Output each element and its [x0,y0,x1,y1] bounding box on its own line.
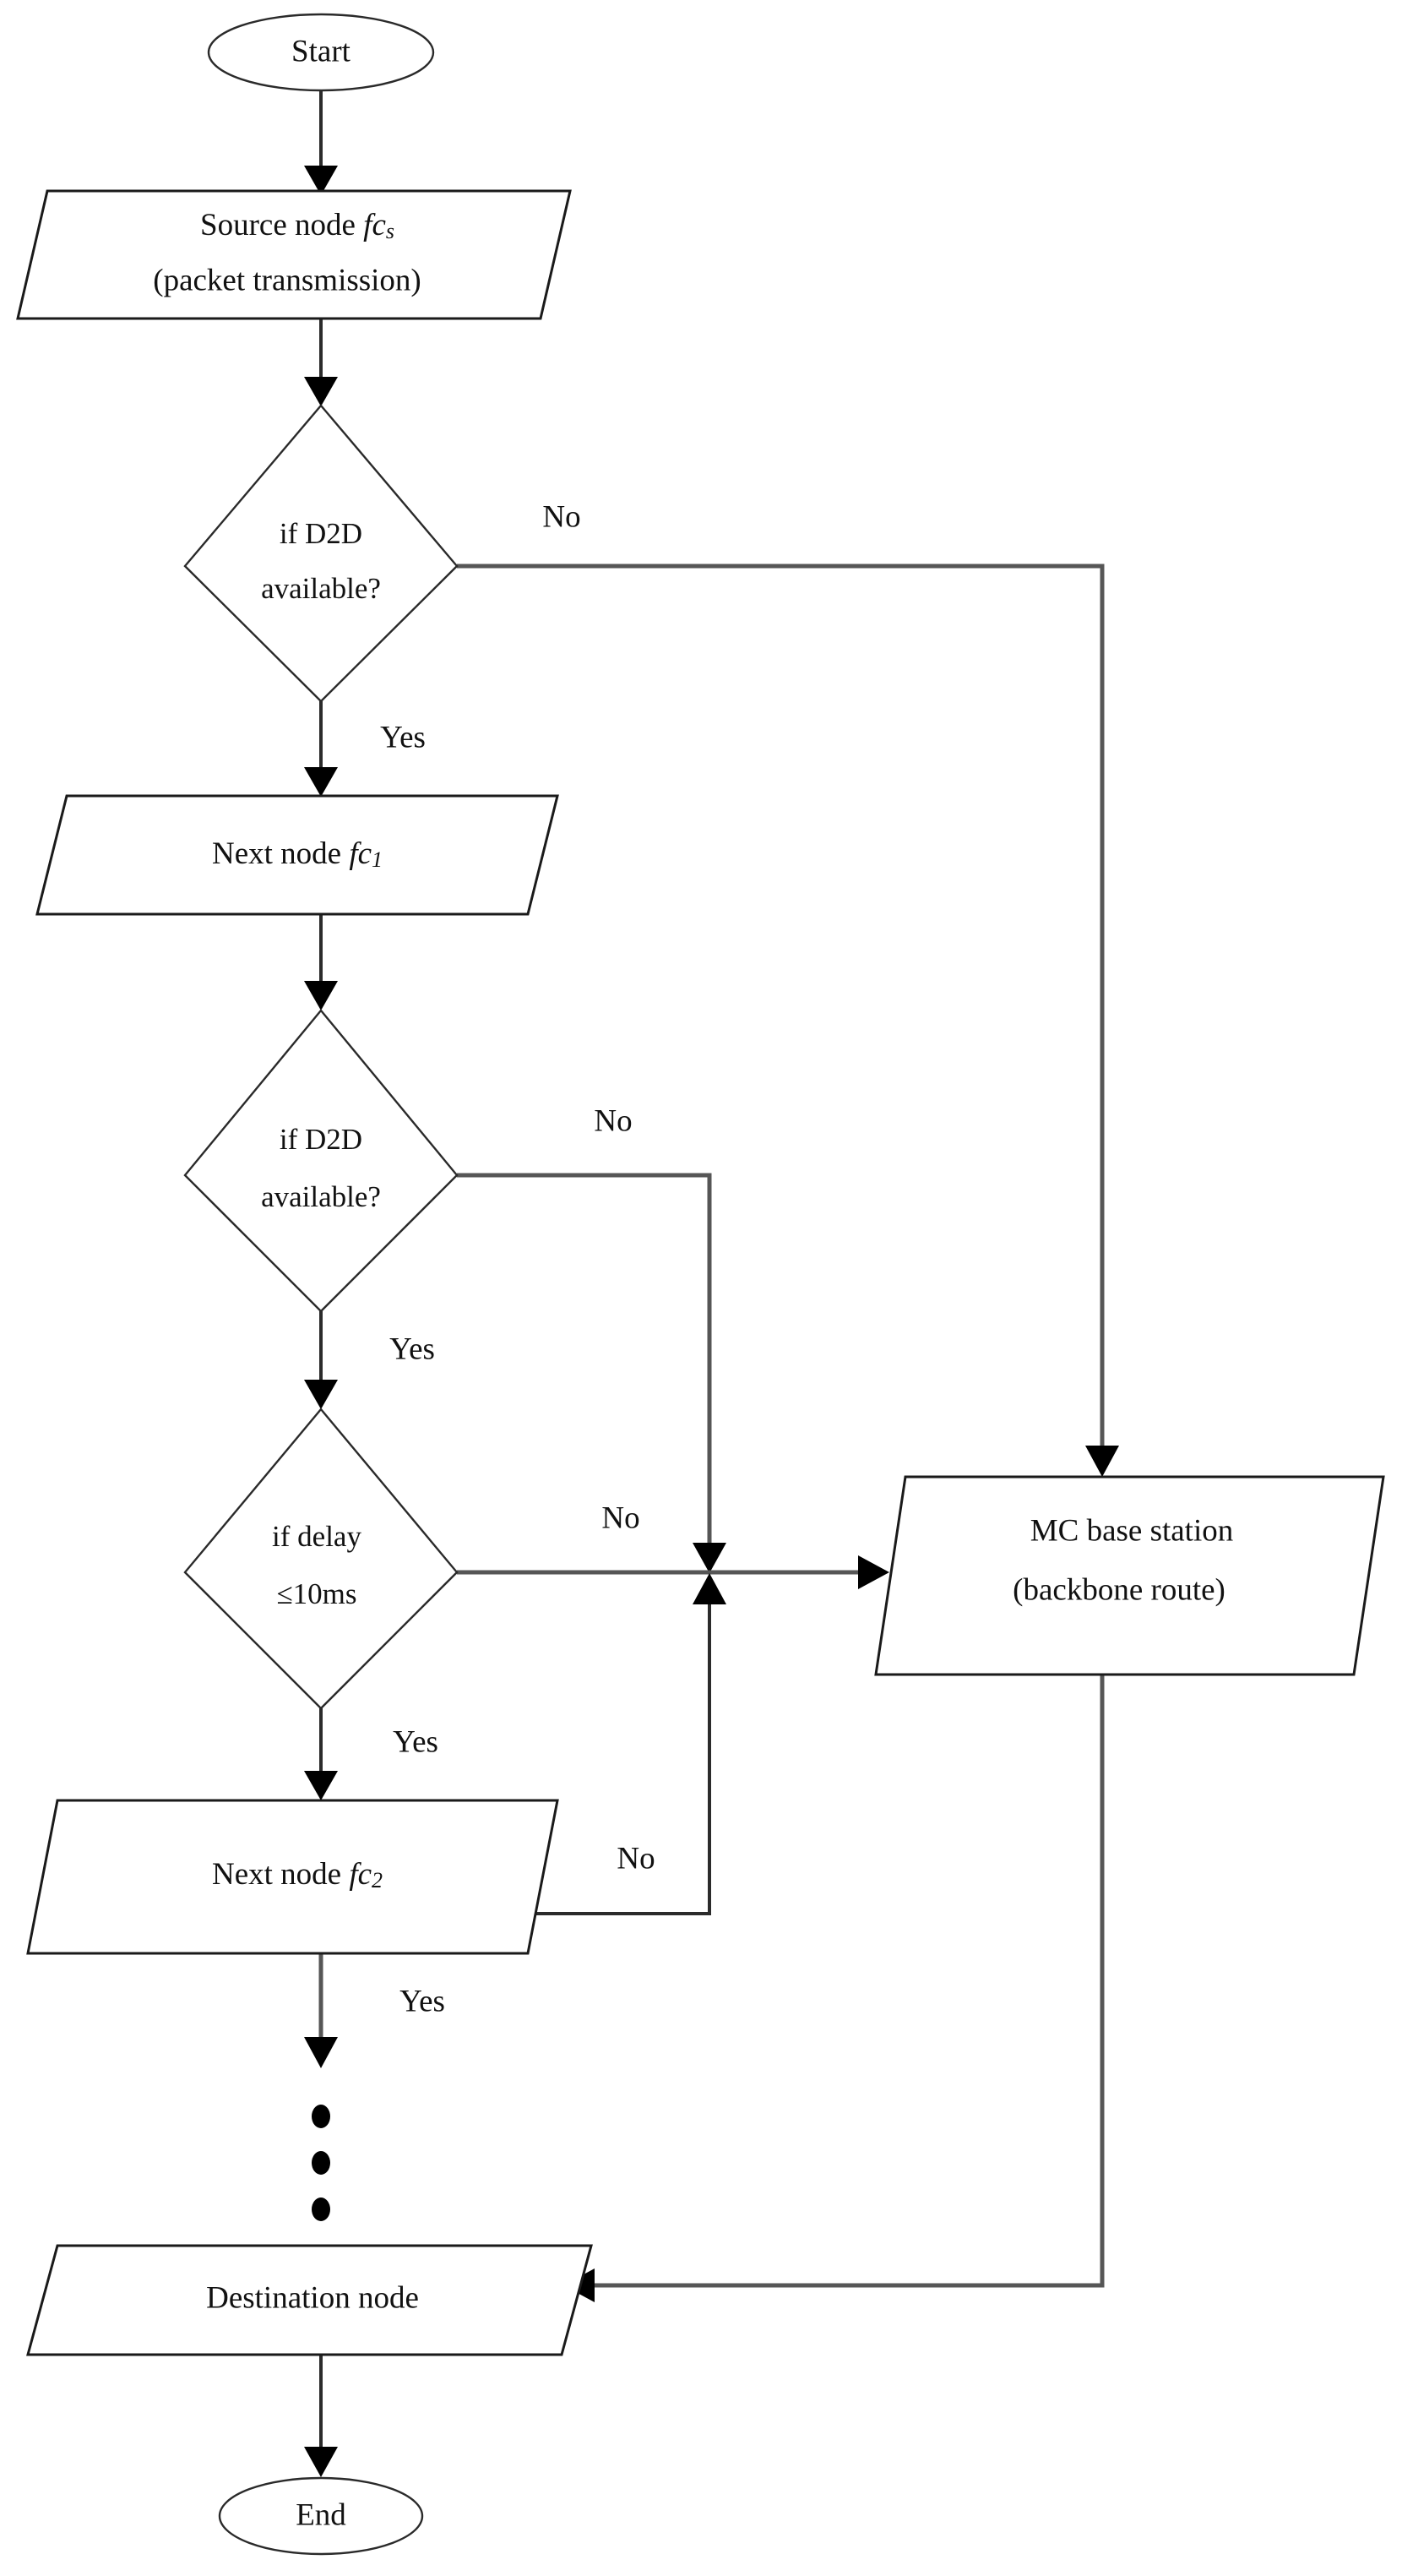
edge-label-d2d2-yes: Yes [389,1332,435,1366]
edge-label-d2d1-no: No [542,499,580,534]
node-next-node-1-sub: 1 [372,847,383,872]
node-source-math: fc [363,208,386,242]
node-decision-delay-line1: if delay [272,1520,361,1553]
edge-d2d1-no [457,564,1119,1477]
node-mc-base-station-line1: MC base station [1030,1513,1233,1548]
node-start-label: Start [291,34,351,68]
node-decision-d2d-1-line1: if D2D [280,517,362,550]
node-mc-base-station-line2: (backbone route) [1013,1572,1225,1607]
node-end-label: End [296,2497,346,2532]
vertical-ellipsis-icon [312,2105,330,2221]
edge-delay-no [457,1555,889,1589]
edge-label-fc2-no: No [617,1841,655,1876]
edge-delay-yes [304,1708,338,1800]
edge-d2d1-yes [304,701,338,797]
node-next-node-2[interactable]: Next node fc2 [26,1799,559,1955]
edge-fc2-yes [304,1953,338,2068]
node-decision-d2d-1-line2: available? [261,572,381,605]
node-source-line1: Source node fcs [200,208,394,242]
node-next-node-1-math: fc [349,836,372,871]
node-destination-label: Destination node [206,2280,419,2315]
node-decision-delay[interactable]: if delay ≤10ms [183,1408,459,1710]
node-decision-d2d-2[interactable]: if D2D available? [183,1009,459,1313]
edge-source-to-d2d1 [304,319,338,406]
node-decision-d2d-2-line2: available? [261,1180,381,1213]
node-next-node-2-sub: 2 [372,1868,383,1893]
node-start[interactable]: Start [207,13,435,92]
node-destination[interactable]: Destination node [26,2244,593,2356]
edge-label-fc2-yes: Yes [399,1984,445,2018]
edge-label-delay-no: No [601,1500,639,1535]
edge-fc1-to-d2d2 [304,914,338,1010]
node-next-node-1-text: Next node fc1 [212,836,383,871]
node-next-node-2-text: Next node fc2 [212,1857,383,1892]
node-decision-d2d-2-line1: if D2D [280,1123,362,1156]
edge-label-d2d2-no: No [594,1103,632,1138]
edge-d2d2-no [457,1173,726,1573]
node-next-node-1[interactable]: Next node fc1 [35,794,559,916]
edge-mcbs-to-destination [563,1675,1105,2302]
node-mc-base-station[interactable]: MC base station (backbone route) [874,1475,1385,1676]
node-next-node-2-math: fc [349,1857,372,1892]
edge-label-d2d1-yes: Yes [380,720,426,754]
node-source-prefix: Source node [200,208,363,242]
node-source-sub: s [386,219,394,243]
node-decision-delay-line2: ≤10ms [276,1577,356,1610]
node-source[interactable]: Source node fcs (packet transmission) [16,189,572,320]
node-next-node-1-prefix: Next node [212,836,349,871]
edge-label-delay-yes: Yes [393,1724,438,1759]
edge-d2d2-yes [304,1311,338,1409]
node-next-node-2-prefix: Next node [212,1857,349,1892]
node-end[interactable]: End [218,2476,424,2556]
node-decision-d2d-1[interactable]: if D2D available? [183,404,459,703]
node-source-line2: (packet transmission) [153,263,421,297]
edge-start-to-source [304,80,338,195]
edge-destination-to-end [304,2355,338,2477]
